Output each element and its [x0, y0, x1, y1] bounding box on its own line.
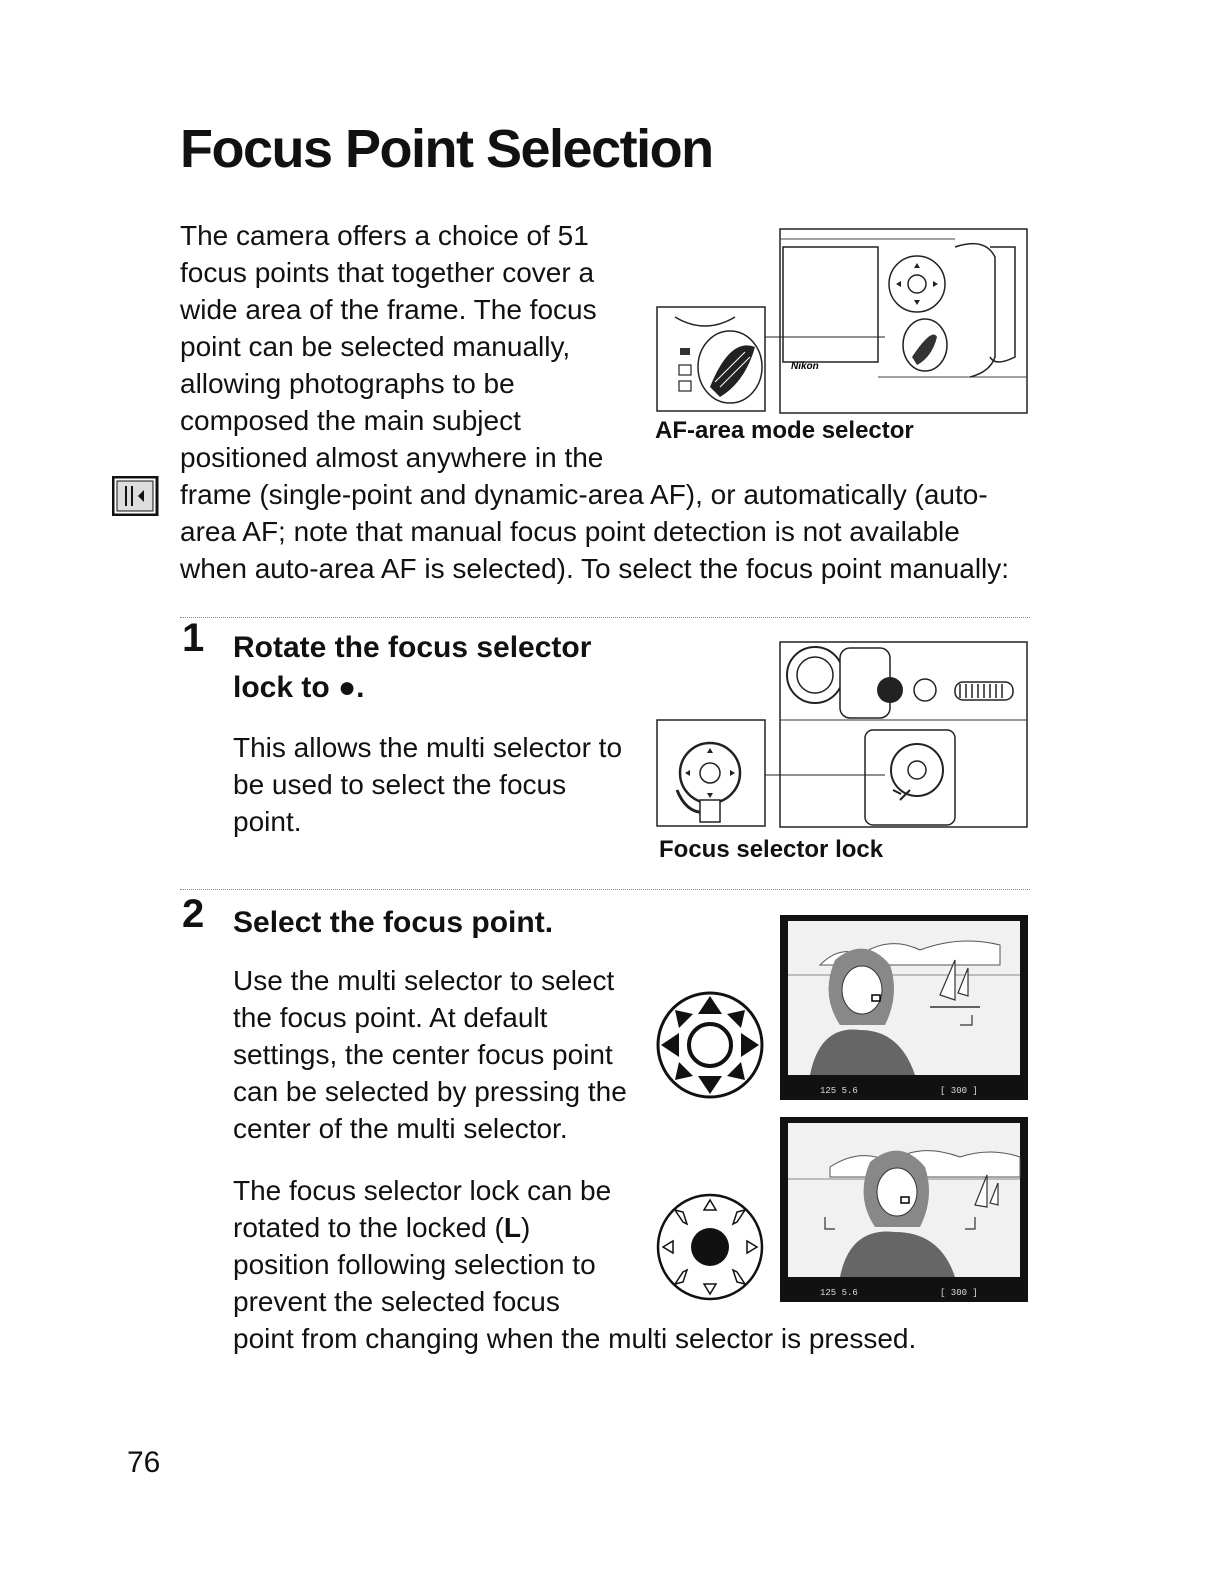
nikon-logo: Nikon	[791, 361, 819, 372]
intro-line: frame (single-point and dynamic-area AF)…	[180, 479, 988, 510]
step-body-line: rotated to the locked (L)	[233, 1209, 916, 1246]
page-title: Focus Point Selection	[180, 119, 714, 179]
step-body-line: position following selection to	[233, 1249, 596, 1280]
intro-line: allowing photographs to be	[180, 368, 515, 399]
page-number: 76	[127, 1446, 161, 1479]
step-body-line: Use the multi selector to select	[233, 965, 615, 996]
step-body: Use the multi selector to select the foc…	[233, 962, 627, 1147]
step-body-line: prevent the selected focus	[233, 1286, 560, 1317]
step-body: The focus selector lock can be rotated t…	[233, 1172, 916, 1357]
intro-line: The camera offers a choice of 51	[180, 220, 589, 251]
intro-paragraph: The camera offers a choice of 51 focus p…	[180, 217, 1040, 587]
intro-line: positioned almost anywhere in the	[180, 442, 604, 473]
step-number: 1	[182, 616, 205, 660]
step-title: Select the focus point.	[233, 906, 554, 939]
step-body-line: settings, the center focus point	[233, 1039, 613, 1070]
viewfinder-frames: [ 300 ]	[940, 1086, 978, 1096]
step-body-line: point.	[233, 806, 302, 837]
step-body-text: )	[520, 1212, 531, 1243]
step-title-line: lock to ●.	[233, 671, 365, 704]
section-divider	[180, 617, 1030, 618]
step-body-line: point from changing when the multi selec…	[233, 1323, 917, 1354]
intro-line: composed the main subject	[180, 405, 521, 436]
step-number: 2	[182, 892, 205, 936]
step-body-line: be used to select the focus	[233, 769, 567, 800]
viewfinder-image: 125 5.6 [ 300 ]	[780, 1117, 1028, 1302]
section-tab-icon	[112, 476, 160, 516]
step-body-line: can be selected by pressing the	[233, 1076, 627, 1107]
multi-selector-icon	[655, 990, 765, 1100]
intro-line: focus points that together cover a	[180, 257, 595, 288]
intro-line: point can be selected manually,	[180, 331, 571, 362]
intro-line: area AF; note that manual focus point de…	[180, 516, 960, 547]
step-title: Rotate the focus selector lock to ●.	[233, 628, 591, 708]
locked-position-letter: L	[503, 1212, 521, 1243]
step-body-line: center of the multi selector.	[233, 1113, 568, 1144]
step-body-text: rotated to the locked (	[233, 1212, 504, 1243]
viewfinder-readout: 125 5.6	[820, 1086, 858, 1096]
step-title-line: Rotate the focus selector	[233, 631, 592, 664]
viewfinder-frames: [ 300 ]	[940, 1288, 978, 1298]
step-body-line: This allows the multi selector to	[233, 732, 623, 763]
viewfinder-readout: 125 5.6	[820, 1288, 858, 1298]
af-area-selector-caption: AF-area mode selector	[655, 417, 914, 444]
multi-selector-center-icon	[655, 1192, 765, 1302]
section-divider	[180, 889, 1030, 890]
focus-selector-lock-figure	[655, 640, 1030, 830]
viewfinder-image: 125 5.6 [ 300 ]	[780, 915, 1028, 1100]
intro-line: wide area of the frame. The focus	[180, 294, 597, 325]
af-area-selector-figure: Nikon	[655, 227, 1030, 417]
step-body: This allows the multi selector to be use…	[233, 729, 622, 840]
focus-selector-lock-caption: Focus selector lock	[659, 836, 884, 863]
intro-line: when auto-area AF is selected). To selec…	[180, 553, 1010, 584]
step-body-line: the focus point. At default	[233, 1002, 548, 1033]
step-body-line: The focus selector lock can be	[233, 1175, 612, 1206]
